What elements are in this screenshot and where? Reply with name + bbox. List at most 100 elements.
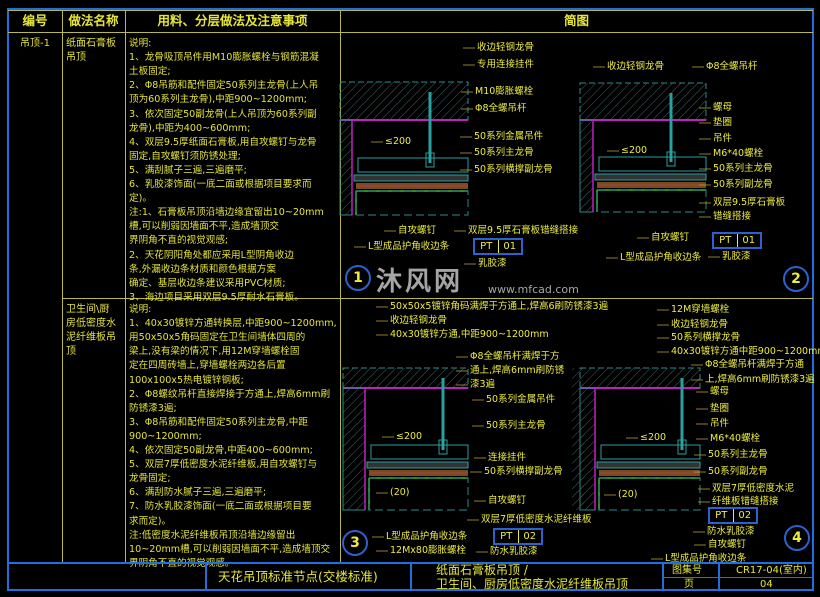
detail-4-label: (20) <box>618 489 638 500</box>
cross-runner <box>366 461 469 469</box>
detail-3-label: 通上,焊高6mm刷防锈 <box>470 365 565 376</box>
method-name-line: 纸面石膏板 <box>66 38 116 49</box>
title-block-title: 天花吊顶标准节点(交楼标准) <box>218 569 378 584</box>
main-runner <box>370 444 469 460</box>
note-line: 说明: <box>129 38 152 49</box>
detail-1-label: ≤200 <box>385 136 412 147</box>
detail-number-circle: 4 <box>784 525 810 551</box>
hanger-clip <box>677 439 687 455</box>
detail-4-label: 40x30镀锌方通中距900~1200mm <box>671 346 820 357</box>
note-line: 说明: <box>129 304 152 315</box>
paint-code-box: PT 02 <box>708 507 758 524</box>
detail-number-circle: 2 <box>783 266 809 292</box>
row-divider <box>62 298 813 299</box>
detail-4-label: 上,焊高6mm刷防锈漆3遍 <box>705 374 815 385</box>
header-number: 编号 <box>22 13 48 28</box>
title-block-divider <box>662 577 813 578</box>
detail-3-label: 50系列横撑副龙骨 <box>484 466 563 477</box>
detail-3-label: 50系列主龙骨 <box>486 420 546 431</box>
header-divider <box>8 32 813 33</box>
paint-number: 01 <box>503 241 517 252</box>
note-line: 900~1200mm; <box>129 430 202 442</box>
note-line: 槽,可以削弱因墙面不平,造成墙顶交 <box>129 221 280 233</box>
detail-1-label: 50系列主龙骨 <box>474 147 534 158</box>
note-line: 1、龙骨吸顶吊件用M10膨胀螺栓与钢筋混凝 <box>129 52 319 64</box>
cross-runner <box>594 173 707 181</box>
column-divider <box>62 10 63 562</box>
detail-4-label: ≤200 <box>640 432 667 443</box>
detail-2-label: M6*40螺栓 <box>713 148 764 159</box>
column-divider <box>125 10 126 562</box>
note-line: 6、乳胶漆饰面(一底二面或根据项目要求而 <box>129 179 312 190</box>
detail-2-label: 乳胶漆 <box>722 251 751 262</box>
detail-3-label: 连接挂件 <box>488 452 527 463</box>
detail-4-label: M6*40螺栓 <box>710 433 761 444</box>
detail-2-label: ≤200 <box>621 145 648 156</box>
main-runner <box>598 156 707 172</box>
note-line: 确定、基层收边条建议采用PVC材质; <box>129 277 286 289</box>
title-block-subtitle-2: 卫生间、厨房低密度水泥纤维板吊顶 <box>436 577 629 591</box>
watermark-url: www.mfcad.com <box>488 283 579 296</box>
detail-2-label: Φ8全螺吊杆 <box>706 61 758 72</box>
note-line: 梁上,没有梁的情况下,用12M穿墙螺栓固 <box>129 346 300 358</box>
detail-4-label: 50系列副龙骨 <box>708 466 768 477</box>
page-value: 04 <box>760 579 773 590</box>
adjacent-wall <box>572 368 584 510</box>
header-description: 用料、分层做法及注意事项 <box>157 13 308 28</box>
detail-3-label: L型成品护角收边条 <box>386 531 468 542</box>
note-line: 2、Φ8吊筋和配件固定50系列主龙骨(上人吊 <box>129 80 319 92</box>
note-line: 顶为60系列主龙骨),中距900~1200mm; <box>129 94 308 106</box>
title-block-subtitle-1: 纸面石膏板吊顶 / <box>436 563 528 577</box>
detail-2-label: 吊件 <box>713 133 733 144</box>
row-1-number: 吊顶-1 <box>20 38 50 49</box>
section-outline <box>368 477 469 511</box>
paint-number: 02 <box>523 531 537 542</box>
detail-1-label: 自攻螺钉 <box>398 225 437 236</box>
paint-number: 01 <box>742 235 756 246</box>
note-line: 3、Φ8吊筋和配件固定50系列主龙骨,中距 <box>129 416 308 428</box>
detail-4-label: 收边轻钢龙骨 <box>671 319 729 330</box>
header-method-name: 做法名称 <box>68 13 119 28</box>
detail-2-label: 双层9.5厚石膏板 <box>713 197 786 208</box>
detail-number-circle: 3 <box>342 530 368 556</box>
detail-3-label: (20) <box>390 487 410 498</box>
note-line: 注:低密度水泥纤维板吊顶沿墙边缘留出 <box>129 529 296 541</box>
method-name-line: 卫生间\厨 <box>66 304 110 315</box>
paint-code: PT <box>475 240 499 253</box>
title-block-divider <box>662 563 664 590</box>
detail-3-label: Φ8全螺吊杆满焊于方 <box>470 351 560 362</box>
detail-1-label: 50系列金属吊件 <box>474 131 544 142</box>
note-line: 5、双层7厚低密度水泥纤维板,用自攻螺钉与 <box>129 459 317 471</box>
section-outline <box>596 189 707 213</box>
detail-4-label: 吊件 <box>710 418 730 429</box>
header-sketch: 简图 <box>563 13 589 28</box>
atlas-number-label: 图集号 <box>672 565 702 576</box>
detail-4-label: Φ8全螺吊杆满焊于方通 <box>705 359 805 370</box>
section-outline <box>598 477 701 511</box>
paint-code: PT <box>710 509 734 522</box>
column-divider <box>340 10 341 562</box>
note-line: 3、海边项目采用双层9.5厚耐水石膏板。 <box>129 291 304 303</box>
table-top-border <box>8 10 813 11</box>
note-line: 6、满刮防水腻子三遍,三遍磨平; <box>129 487 267 499</box>
detail-4-label: 双层7厚低密度水泥 <box>712 483 795 494</box>
method-name-line: 房低密度水 <box>66 318 116 329</box>
paint-number: 02 <box>738 510 752 521</box>
note-line: 2、Φ8螺纹吊杆直接焊接于方通上,焊高6mm刷 <box>129 388 331 400</box>
note-line: 龙骨),中距为400~600mm; <box>129 122 251 134</box>
detail-4-label: 防水乳胶漆 <box>707 526 755 537</box>
detail-2-label: 螺母 <box>713 102 733 113</box>
detail-4-label: 50系列主龙骨 <box>708 449 768 460</box>
detail-2-label: 错缝搭接 <box>713 211 752 222</box>
detail-3-label: 漆3遍 <box>470 379 496 390</box>
note-line: 注:1、石膏板吊顶沿墙边缘宜留出10~20mm <box>129 207 324 219</box>
note-line: 2、天花阴阳角处都应采用L型阴角收边 <box>129 249 294 261</box>
main-runner <box>357 157 469 173</box>
detail-number-circle: 1 <box>345 265 371 291</box>
note-line: 界阴角不直的视觉观感; <box>129 235 229 247</box>
detail-4-label: 螺母 <box>710 386 730 397</box>
cross-runner <box>596 461 701 469</box>
detail-4-label: 纤维板错缝搭接 <box>712 496 779 507</box>
